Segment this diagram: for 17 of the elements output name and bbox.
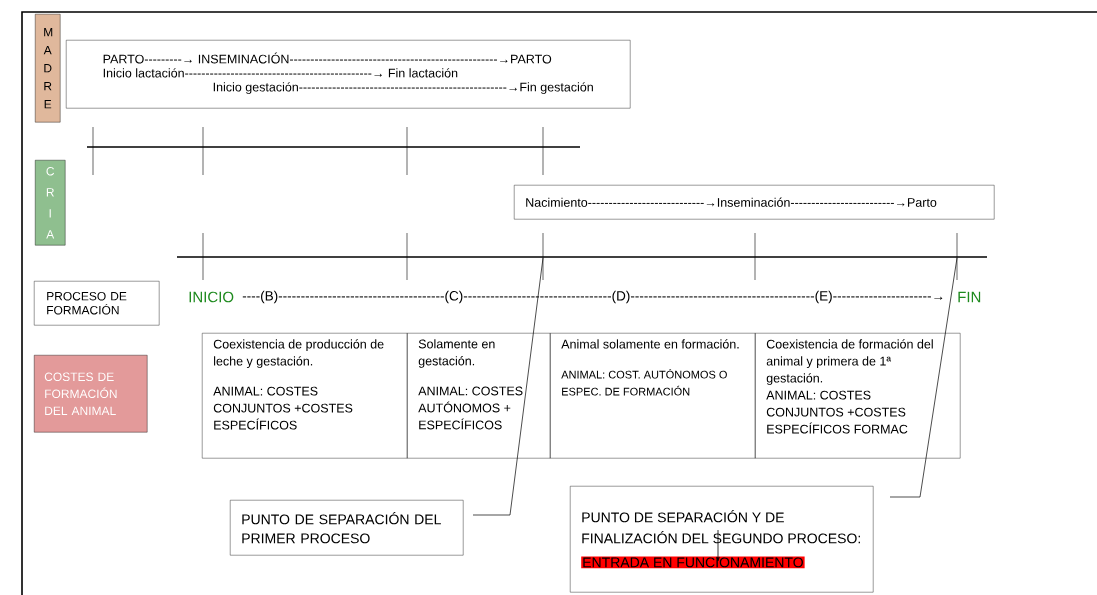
timeline-box: PARTO---------→ INSEMINACIÓN--------------------------------------------------→PARTO Inicio lactación---------------------------------------------→ Fin lactación Inicio gestación--------------------------------------------------→Fin gestación — [66, 40, 631, 109]
table-cell: Coexistencia de producción de leche y gestación. ANIMAL: COSTES CONJUNTOS +COSTES ESPECÍFICOS — [202, 333, 408, 459]
timeline-box: Nacimiento----------------------------→Inseminación-------------------------→Parto — [514, 185, 995, 220]
stage-label: FIN — [958, 291, 981, 303]
leader-line — [889, 257, 958, 498]
callout-box: PUNTO DE SEPARACIÓN Y DE FINALIZACIÓN DEL SEGUNDO PROCESO: ENTRADA EN FUNCIONAMIENTO — [570, 486, 874, 593]
label-box: COSTES DE FORMACIÓN DEL ANIMAL — [34, 355, 148, 433]
callout-box: PUNTO DE SEPARACIÓN DEL PRIMER PROCESO — [230, 500, 464, 556]
table-cell: Solamente en gestación. ANIMAL: COSTES AUTÓNOMOS + ESPECÍFICOS — [407, 333, 551, 459]
process-line: ----(B)-------------------------------------(C)---------------------------------(D)-----------------------------------------(E)----------------------→ — [242, 290, 943, 304]
band-label: C R I A — [35, 160, 66, 246]
label-box: PROCESO DE FORMACIÓN — [34, 281, 160, 326]
table-cell: Coexistencia de formación del animal y primera de 1ª gestación. ANIMAL: COSTES CONJUNTOS +COSTES ESPECÍFICOS FORMAC — [755, 333, 961, 459]
table-cell: Animal solamente en formación. ANIMAL: COST. AUTÓNOMOS O ESPEC. DE FORMACIÓN — [550, 333, 756, 459]
stage-label: INICIO — [189, 291, 234, 303]
leader-line — [472, 257, 544, 516]
band-label: M A D R E — [35, 14, 61, 123]
